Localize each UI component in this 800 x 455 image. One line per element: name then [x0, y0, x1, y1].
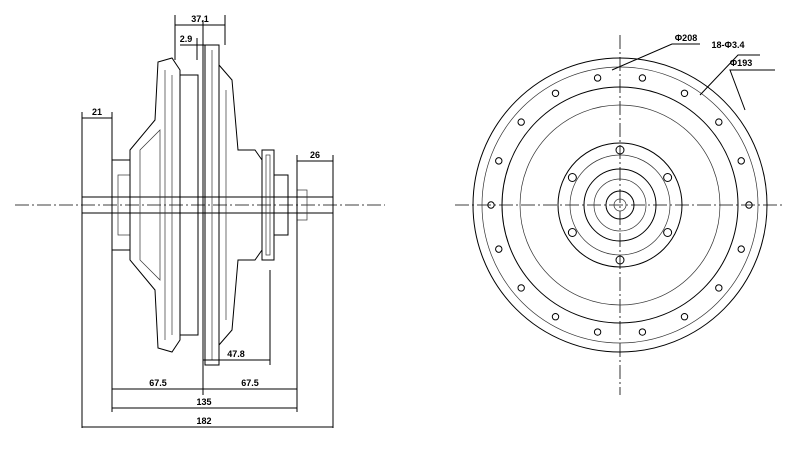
bolt-hole [638, 328, 647, 336]
axle-nut [605, 190, 635, 220]
dim-67-5-left: 67.5 [149, 378, 167, 388]
stator [179, 74, 199, 336]
front-view: Φ208 18-Φ3.4 Φ193 [455, 33, 785, 395]
bolt-hole [551, 89, 560, 97]
outer-rim [472, 57, 768, 353]
bolt-hole [517, 284, 525, 292]
dim-bolt-holes: 18-Φ3.4 [712, 40, 745, 50]
bearing-cover [557, 142, 683, 268]
axle [81, 196, 334, 214]
bolt-hole [737, 245, 745, 253]
dim-67-5-right: 67.5 [241, 378, 259, 388]
bolt-hole [487, 201, 495, 209]
bolt-hole [680, 313, 689, 321]
bolt-holes [487, 74, 753, 336]
right-hub [273, 174, 289, 236]
dim-47-8: 47.8 [227, 349, 245, 359]
bolt-hole [715, 284, 723, 292]
dim-bolt-circle: Φ193 [730, 58, 752, 68]
bolt-hole [593, 328, 602, 336]
dim-135: 135 [196, 397, 211, 407]
dim-21: 21 [92, 107, 102, 117]
cover-screw [615, 255, 625, 265]
cover-screw [567, 228, 577, 237]
housing-face [501, 86, 739, 324]
side-view: 37.1 2.9 21 26 47.8 67.5 67.5 135 182 [15, 14, 385, 428]
dim-26: 26 [310, 150, 320, 160]
freewheel-body [583, 168, 657, 242]
bolt-hole [680, 89, 689, 97]
bolt-hole [495, 245, 503, 253]
cover-screw [663, 173, 673, 182]
bolt-hole [745, 201, 753, 209]
dim-182: 182 [196, 416, 211, 426]
dim-37-1: 37.1 [191, 14, 209, 24]
bolt-hole [715, 118, 723, 126]
bolt-hole [593, 74, 602, 82]
cover-screw [663, 228, 673, 237]
left-housing [129, 57, 181, 353]
bolt-hole [551, 313, 560, 321]
dim-2-9: 2.9 [180, 34, 193, 44]
bolt-hole [517, 118, 525, 126]
bolt-hole [495, 157, 503, 165]
cover-screw [615, 145, 625, 155]
dim-outer-diameter: Φ208 [675, 33, 697, 43]
cover-screw [567, 173, 577, 182]
bolt-hole [638, 74, 647, 82]
bolt-hole [737, 157, 745, 165]
